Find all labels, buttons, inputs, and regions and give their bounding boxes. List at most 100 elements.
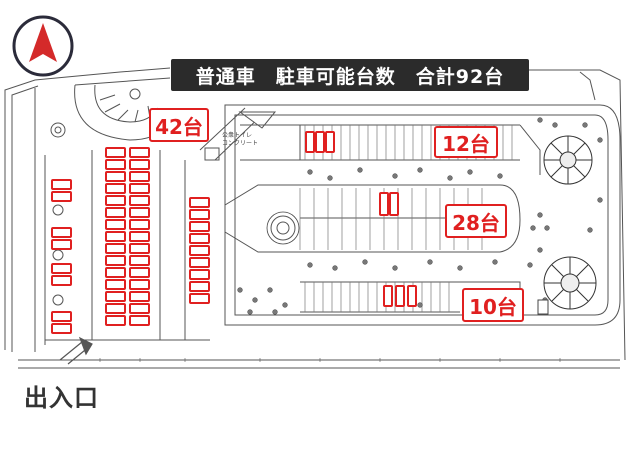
parking-stall [325, 131, 335, 153]
zone-count-center: 28台 [445, 204, 507, 238]
parking-stall [189, 197, 210, 208]
parking-stall [105, 207, 126, 218]
parking-stall [129, 159, 150, 170]
shrub [537, 117, 543, 123]
parking-stall [105, 291, 126, 302]
shrub [307, 169, 313, 175]
parking-stall [51, 263, 72, 274]
shrub [552, 122, 558, 128]
parking-stall [105, 255, 126, 266]
tree-east [543, 135, 593, 185]
shrub [282, 302, 288, 308]
parking-stall [51, 227, 72, 238]
parking-stall [189, 221, 210, 232]
parking-stall [189, 281, 210, 292]
shrub [587, 227, 593, 233]
shrub [417, 302, 423, 308]
zone-count-south: 10台 [462, 288, 524, 322]
shrub [417, 167, 423, 173]
shrub [327, 175, 333, 181]
shrub [597, 197, 603, 203]
parking-stall [105, 183, 126, 194]
parking-stall [379, 192, 389, 216]
shrub [427, 259, 433, 265]
parking-stall [51, 239, 72, 250]
shrub [447, 175, 453, 181]
parking-stall [51, 275, 72, 286]
tree-center [266, 211, 300, 245]
parking-stall [383, 285, 393, 307]
parking-stall [105, 267, 126, 278]
parking-stall [189, 233, 210, 244]
zone-count-west: 42台 [149, 108, 209, 142]
shrub [537, 212, 543, 218]
parking-stall [105, 303, 126, 314]
parking-stall [105, 171, 126, 182]
toilet-label: 公衆トイレ [222, 132, 253, 139]
shrub [357, 167, 363, 173]
parking-stall [51, 179, 72, 190]
vegetation [237, 117, 603, 315]
parking-stall [189, 245, 210, 256]
south-stall-lines [304, 282, 450, 312]
parking-stall [105, 315, 126, 326]
parking-stall [189, 257, 210, 268]
parking-stall [129, 147, 150, 158]
shrub [537, 247, 543, 253]
parking-stall [129, 183, 150, 194]
shrub [392, 173, 398, 179]
north-arrow-icon [12, 15, 74, 77]
parking-stall [189, 209, 210, 220]
parking-stall [407, 285, 417, 307]
shrub [237, 287, 243, 293]
loop-road [224, 104, 621, 326]
parking-stall [51, 323, 72, 334]
entrance-arrow [59, 336, 93, 365]
parking-stall [129, 243, 150, 254]
tree-southeast [543, 256, 597, 310]
parking-stall [189, 293, 210, 304]
parking-stall [105, 231, 126, 242]
parking-stall [129, 231, 150, 242]
shrub [267, 287, 273, 293]
dimension-ticks [99, 358, 561, 362]
map-title: 普通車 駐車可能台数 合計92台 [171, 59, 529, 91]
parking-stall [105, 147, 126, 158]
walkway [199, 107, 277, 161]
zone-count-north: 12台 [434, 126, 498, 158]
parking-stall [395, 285, 405, 307]
shrub [252, 297, 258, 303]
small-structure [537, 299, 549, 315]
parking-stall [305, 131, 315, 153]
shrub [527, 262, 533, 268]
parking-stall [129, 207, 150, 218]
shrub [530, 225, 536, 231]
parking-stall [129, 303, 150, 314]
parking-stall [129, 255, 150, 266]
parking-stall [129, 291, 150, 302]
parking-stall [129, 171, 150, 182]
shrub [492, 259, 498, 265]
site-boundary [4, 67, 626, 369]
parking-stall [105, 279, 126, 290]
parking-stall [105, 243, 126, 254]
shrub [457, 265, 463, 271]
shrub [332, 265, 338, 271]
parking-stall [105, 219, 126, 230]
parking-stall [105, 195, 126, 206]
parking-stall [189, 269, 210, 280]
parking-stall [129, 267, 150, 278]
entrance-label: 出入口 [24, 384, 99, 412]
parking-stall [315, 131, 325, 153]
parking-stalls [51, 131, 417, 334]
shrub [597, 137, 603, 143]
toilet-sublabel: コンクリート [222, 140, 259, 147]
parking-stall [129, 279, 150, 290]
shrub [272, 309, 278, 315]
parking-stall [51, 191, 72, 202]
parking-stall [389, 192, 399, 216]
shrub [582, 122, 588, 128]
shrub [307, 262, 313, 268]
shrub [497, 173, 503, 179]
